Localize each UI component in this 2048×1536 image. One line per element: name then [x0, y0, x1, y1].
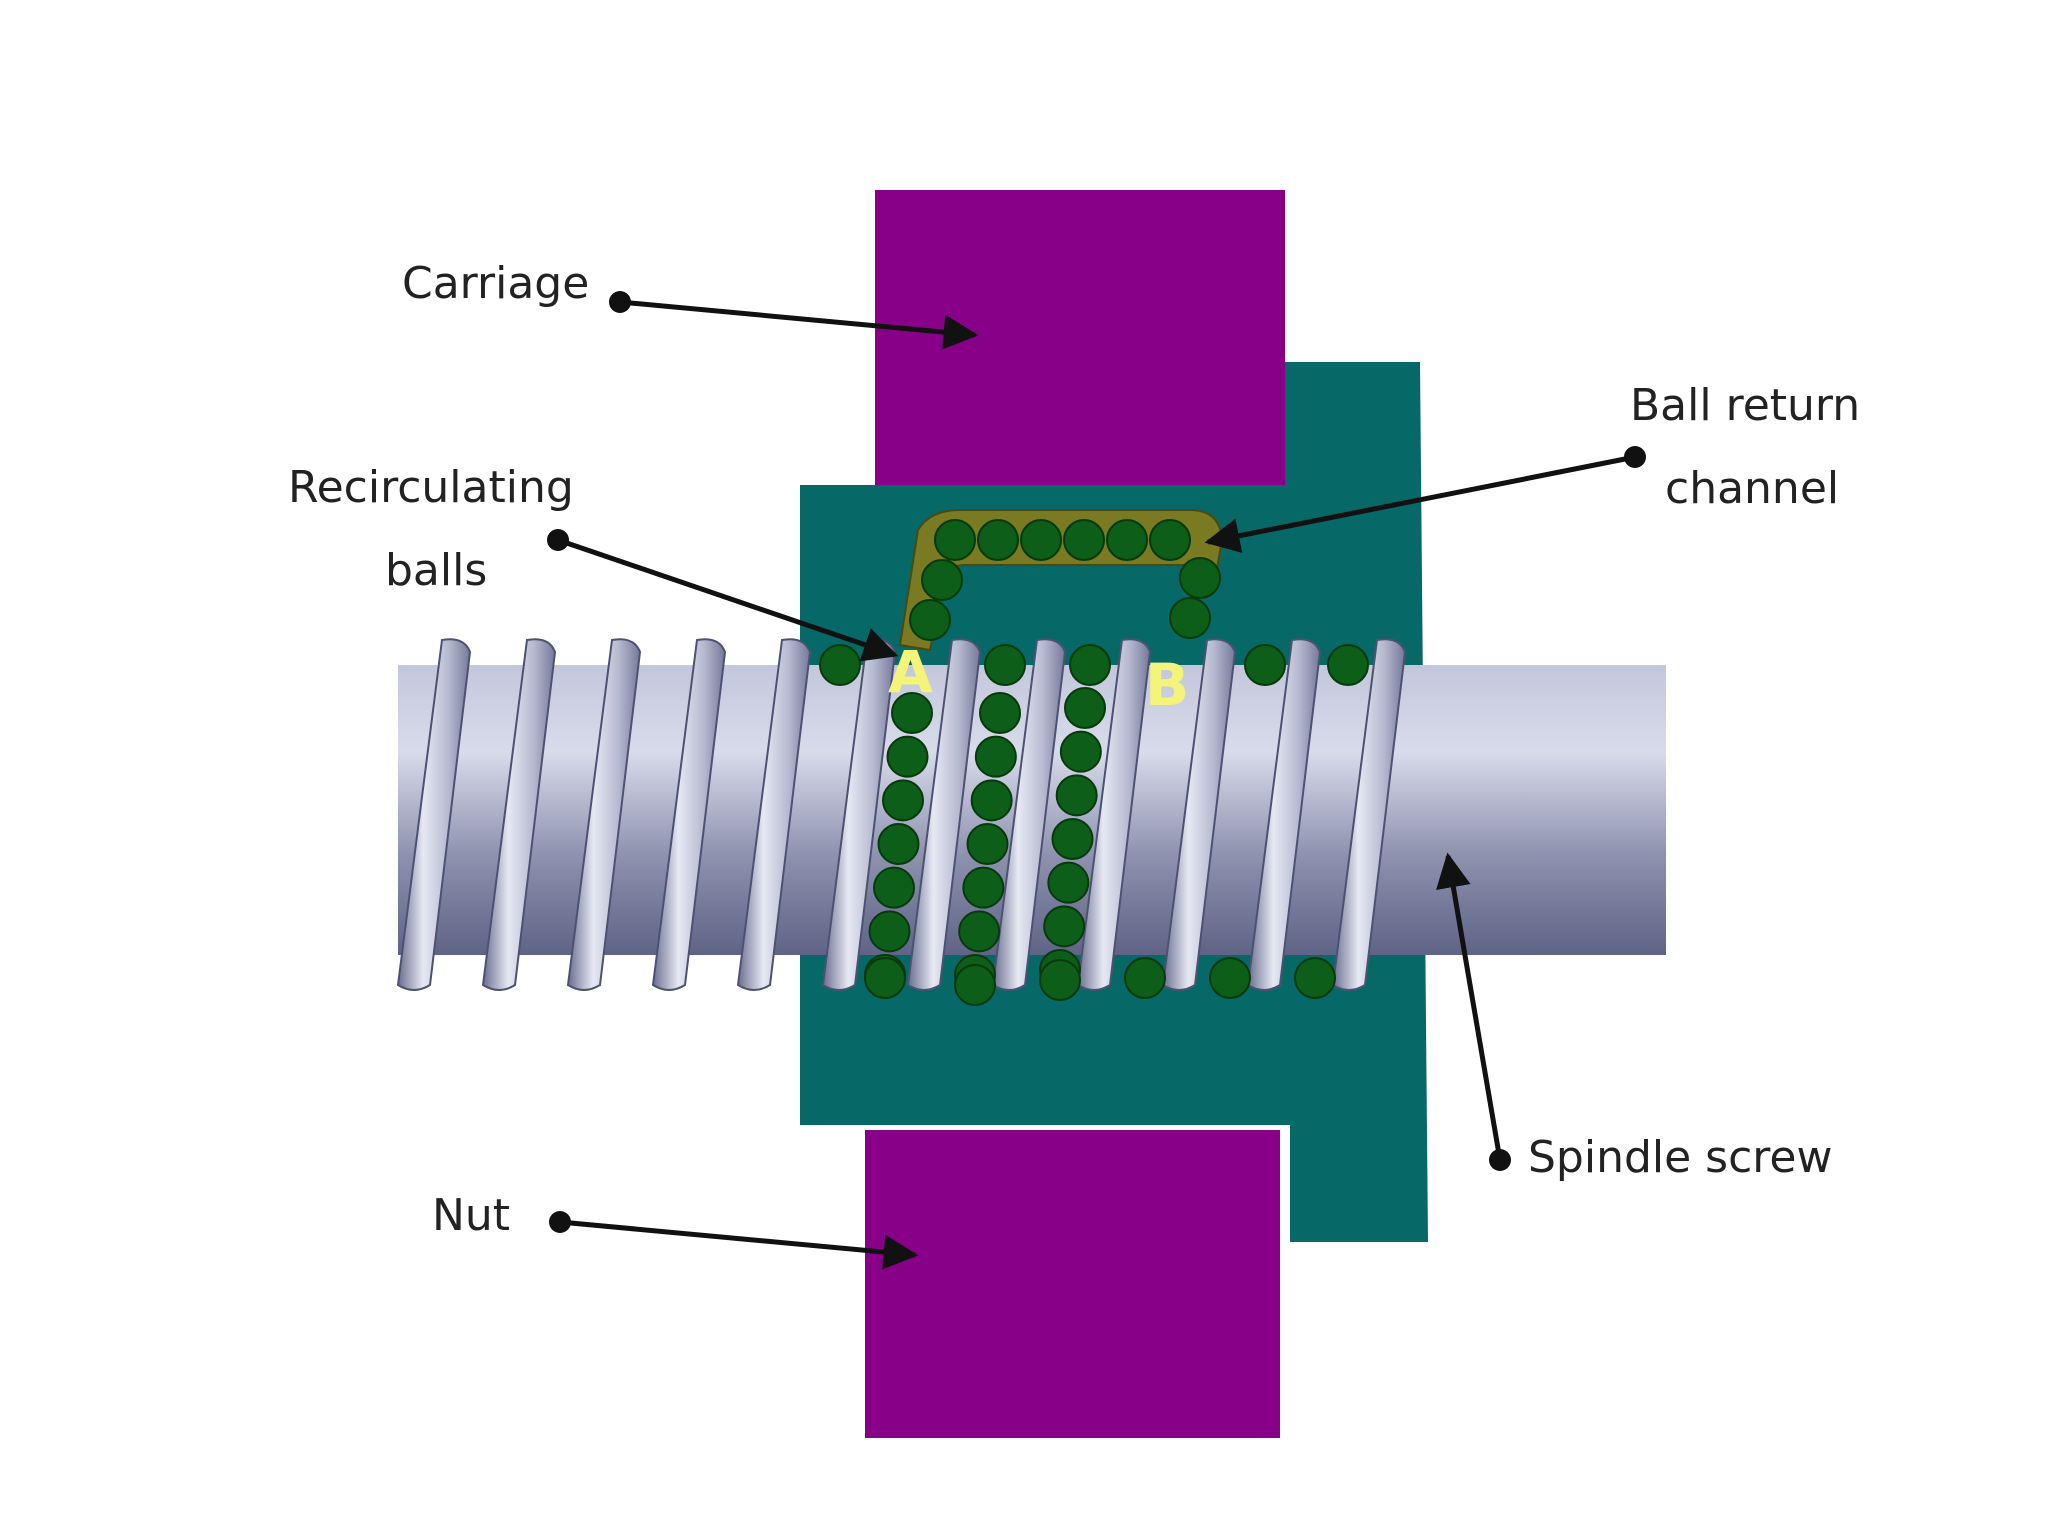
recirculating-ball	[891, 692, 933, 734]
recirculating-ball	[1244, 644, 1286, 686]
recirculating-balls-label-line1: Recirculating	[288, 462, 574, 513]
ball-return-label-line2: channel	[1665, 463, 1839, 514]
recirculating-ball	[1327, 644, 1369, 686]
recirculating-ball	[1047, 861, 1090, 904]
recirculating-ball	[1063, 519, 1105, 561]
screw-thread	[1076, 638, 1152, 991]
spindle-screw-leader	[1436, 852, 1503, 1161]
recirculating-balls-leader	[557, 537, 899, 662]
screw-thread	[736, 638, 812, 991]
recirculating-ball	[1124, 957, 1166, 999]
recirculating-ball	[873, 866, 915, 909]
screw-thread	[1331, 638, 1407, 991]
recirculating-ball	[1051, 818, 1094, 860]
recirculating-ball	[921, 559, 963, 601]
recirculating-ball	[1106, 519, 1148, 561]
leader-lines	[557, 299, 1636, 1270]
screw-thread	[566, 638, 642, 991]
leader-dots	[547, 291, 1646, 1233]
spindle-screw-threads	[396, 638, 1407, 991]
nut-leader	[559, 1219, 919, 1270]
recirculating-ball	[868, 910, 911, 953]
recirculating-ball	[1043, 905, 1086, 948]
recirculating-ball	[1020, 519, 1062, 561]
nut-leader-dot	[549, 1211, 571, 1233]
recirculating-balls-label-line2: balls	[385, 545, 487, 596]
carriage-block	[875, 190, 1285, 490]
recirculating-ball	[1039, 959, 1081, 1001]
nut-block	[865, 1130, 1280, 1438]
recirculating-ball	[1055, 774, 1098, 817]
screw-thread	[481, 638, 557, 991]
recirculating-ball	[966, 823, 1009, 865]
recirculating-ball	[1064, 687, 1106, 729]
spindle-screw-leader-dot	[1489, 1149, 1511, 1171]
recirculating-balls-leader-dot	[547, 529, 569, 551]
recirculating-ball	[1069, 644, 1111, 686]
recirculating-ball	[1179, 557, 1221, 599]
recirculating-ball	[934, 519, 976, 561]
recirculating-ball	[977, 519, 1019, 561]
recirculating-ball	[962, 866, 1005, 909]
recirculating-ball	[877, 823, 920, 865]
recirculating-ball	[979, 692, 1021, 734]
ball-return-label-line1: Ball return	[1630, 380, 1860, 431]
recirculating-ball	[1059, 730, 1102, 773]
screw-thread	[991, 638, 1067, 991]
carriage-leader	[619, 299, 979, 350]
screw-thread	[1246, 638, 1322, 991]
spindle-screw-label: Spindle screw	[1528, 1132, 1832, 1183]
nut-label: Nut	[432, 1190, 510, 1241]
recirculating-ball	[1169, 597, 1211, 639]
recirculating-ball	[882, 779, 924, 822]
point-b-label: B	[1145, 651, 1189, 719]
point-a-label: A	[888, 638, 933, 706]
screw-thread	[651, 638, 727, 991]
screw-thread	[1161, 638, 1237, 991]
ball-return-leader	[1204, 454, 1636, 554]
carriage-leader-dot	[609, 291, 631, 313]
screw-thread	[396, 638, 472, 991]
recirculating-ball	[819, 644, 861, 686]
recirculating-ball	[984, 644, 1026, 686]
recirculating-ball	[1294, 957, 1336, 999]
recirculating-ball	[1209, 957, 1251, 999]
spindle-screw	[396, 638, 1666, 991]
recirculating-ball	[909, 599, 951, 641]
recirculating-ball	[1149, 519, 1191, 561]
ball-return-leader-dot	[1624, 446, 1646, 468]
recirculating-ball	[970, 779, 1013, 822]
recirculating-ball	[958, 910, 1001, 953]
recirculating-ball	[974, 735, 1017, 778]
recirculating-ball	[954, 964, 996, 1006]
screw-thread	[906, 638, 982, 991]
carriage-label: Carriage	[402, 258, 589, 309]
recirculating-ball	[886, 735, 929, 778]
recirculating-ball	[864, 957, 906, 999]
recirculating-balls	[819, 519, 1369, 1006]
